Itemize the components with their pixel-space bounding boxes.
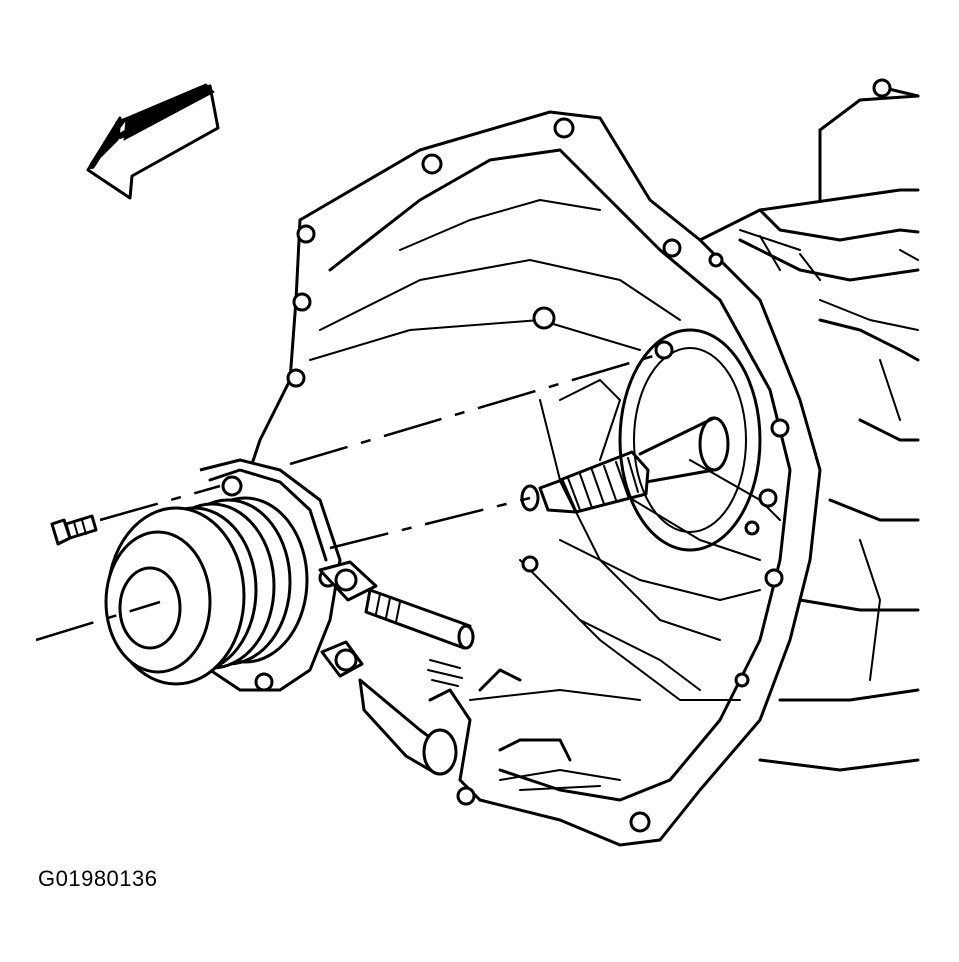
direction-arrow-icon <box>86 83 220 200</box>
figure-code: G01980136 <box>38 866 158 891</box>
case-lower-details <box>427 659 641 791</box>
release-bearing <box>104 458 342 692</box>
mounting-bolt <box>50 514 98 546</box>
hydraulic-fitting <box>318 560 475 776</box>
alignment-lines <box>35 352 661 642</box>
bell-housing <box>248 110 822 847</box>
input-shaft <box>520 328 762 552</box>
transmission-case <box>698 78 920 772</box>
